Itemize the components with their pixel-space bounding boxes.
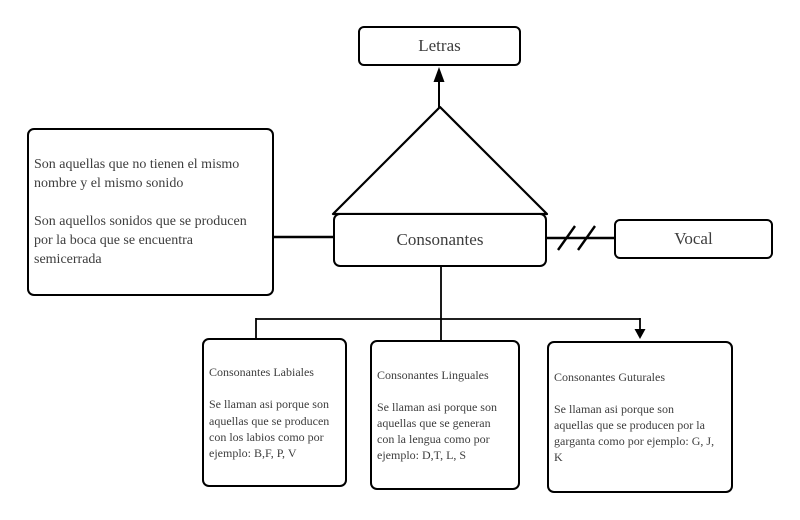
labiales-text: Consonantes Labiales Se llaman asi porqu…: [209, 365, 330, 460]
node-linguales: Consonantes Linguales Se llaman asi porq…: [370, 340, 520, 490]
node-letras: Letras: [358, 26, 521, 66]
linguales-text: Consonantes Linguales Se llaman asi porq…: [377, 367, 497, 463]
node-labiales: Consonantes Labiales Se llaman asi porqu…: [202, 338, 347, 487]
node-guturales: Consonantes Guturales Se llaman asi porq…: [547, 341, 733, 493]
triangle-shape: [331, 105, 549, 216]
definition-text: Son aquellas que no tienen el mismo nomb…: [34, 156, 247, 268]
node-consonantes: Consonantes: [333, 213, 547, 267]
slash-mark: [577, 225, 596, 251]
guturales-text: Consonantes Guturales Se llaman asi porq…: [554, 369, 715, 465]
slash-mark: [557, 225, 576, 251]
node-vocal: Vocal: [614, 219, 773, 259]
arrowhead-down: [634, 329, 646, 339]
letras-label: Letras: [418, 36, 461, 55]
node-definition: Son aquellas que no tienen el mismo nomb…: [27, 128, 274, 296]
consonantes-label: Consonantes: [396, 230, 484, 249]
arrow-to-letras: [433, 67, 445, 108]
connector-tree: [255, 266, 646, 341]
connector-vocal: [545, 225, 615, 251]
vocal-label: Vocal: [674, 229, 713, 248]
